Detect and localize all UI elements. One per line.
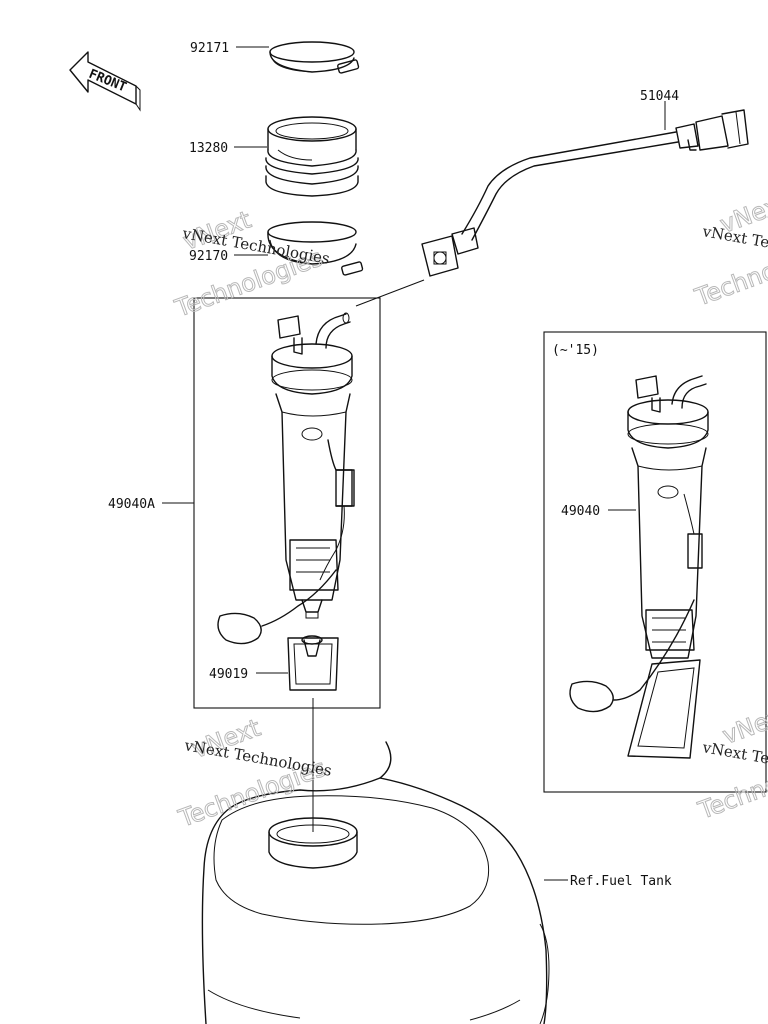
boot-13280: [265, 116, 359, 197]
clamp-92170: [267, 221, 364, 276]
ref-fuel-tank-label: Ref.Fuel Tank: [570, 874, 672, 889]
label-49040a: 49040A: [108, 497, 155, 512]
fuel-pump-49040a: [217, 312, 355, 645]
filter-49019: [287, 635, 339, 691]
label-51044: 51044: [640, 89, 679, 104]
label-92171: 92171: [190, 41, 229, 56]
harness-51044: [355, 109, 749, 307]
fuel-pump-49040: [569, 375, 709, 759]
fuel-tank: [201, 741, 550, 1024]
label-49019: 49019: [209, 667, 248, 682]
front-arrow-icon: FRONT: [69, 51, 141, 112]
inset-frame: [543, 331, 767, 793]
watermark: vNext Technologies vNext Technologies vN…: [170, 188, 768, 834]
inset-title: (~'15): [552, 343, 599, 358]
label-92170: 92170: [189, 249, 228, 264]
watermark-text-top-right: vNext Technologies: [700, 222, 768, 266]
clamp-92171: [269, 41, 360, 74]
label-13280: 13280: [189, 141, 228, 156]
label-49040: 49040: [561, 504, 600, 519]
